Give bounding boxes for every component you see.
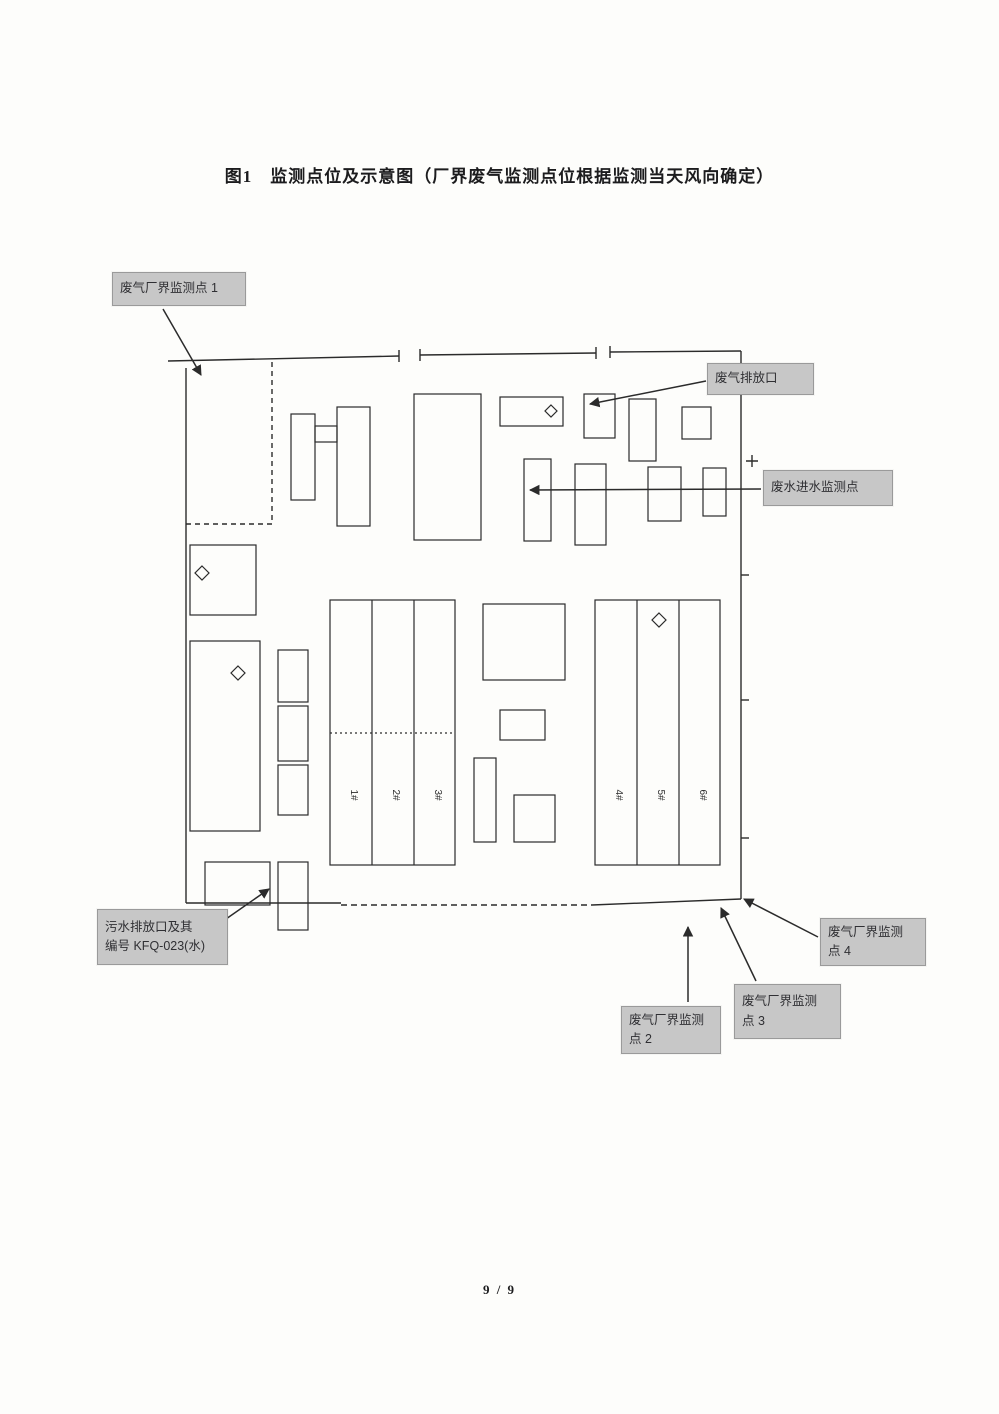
diamond-icon (194, 565, 210, 581)
building (681, 406, 712, 440)
building (204, 861, 271, 906)
callout-label: 点 3 (742, 1013, 765, 1028)
building (413, 393, 482, 541)
diamond-icons (194, 404, 667, 681)
building (499, 396, 564, 427)
unit-label: 4# (613, 789, 624, 801)
building (290, 413, 316, 501)
building (277, 649, 309, 703)
callout-label: 废气厂界监测 (742, 994, 818, 1009)
building (189, 544, 257, 616)
callout-label: 污水排放口及其 (105, 919, 193, 934)
building (314, 425, 338, 443)
callout-gas-outlet: 废气排放口 (707, 363, 814, 395)
callout-label: 废水进水监测点 (771, 480, 859, 495)
arrow-point1 (162, 308, 202, 376)
building (277, 705, 309, 762)
callout-label: 废气厂界监测点 1 (120, 281, 218, 296)
boundary-top-segment (609, 350, 742, 353)
building (628, 398, 657, 462)
callout-gas-boundary-point-4: 废气厂界监测 点 4 (820, 918, 926, 966)
callout-label: 点 4 (828, 944, 851, 958)
unit-label: 2# (390, 789, 401, 801)
boundary-top-segment (167, 355, 400, 362)
callout-gas-boundary-point-3: 废气厂界监测 点 3 (734, 984, 841, 1039)
building (647, 466, 682, 522)
building (277, 861, 309, 931)
callout-label: 废气排放口 (715, 371, 778, 386)
callout-arrows (162, 308, 819, 1002)
workshop-block-right (594, 599, 721, 866)
callout-label: 废气厂界监测 (629, 1012, 705, 1027)
callout-label: 编号 KFQ-023(水) (105, 939, 206, 953)
building (499, 709, 546, 741)
callout-label: 点 2 (629, 1032, 652, 1046)
callout-gas-boundary-point-2: 废气厂界监测 点 2 (621, 1006, 721, 1054)
page-number: 9 / 9 (482, 1282, 517, 1297)
callout-wastewater-inlet: 废水进水监测点 (763, 470, 893, 506)
building (482, 603, 566, 681)
callout-gas-boundary-point-1: 废气厂界监测点 1 (112, 272, 246, 306)
building (473, 757, 497, 843)
plus-mark (746, 455, 758, 467)
callout-label: 废气厂界监测 (828, 924, 904, 939)
boundary-top-segment (419, 352, 597, 356)
unit-label: 6# (697, 789, 708, 801)
factory-boundary (167, 346, 758, 906)
arrow-point4 (743, 898, 819, 938)
building (583, 393, 616, 439)
arrow-sewage-outlet (225, 888, 270, 920)
building (523, 458, 552, 542)
arrow-gas-outlet (588, 380, 707, 408)
diamond-icon (651, 612, 667, 628)
figure-title: 图1 监测点位及示意图（厂界废气监测点位根据监测当天风向确定） (224, 167, 775, 186)
building (702, 467, 727, 517)
callout-sewage-outlet: 污水排放口及其 编号 KFQ-023(水) (97, 909, 228, 965)
diamond-icon (544, 404, 558, 418)
arrow-point3 (720, 907, 757, 982)
unit-label: 1# (348, 789, 359, 801)
building (189, 640, 261, 832)
boundary-bottom-segment (591, 898, 742, 906)
buildings (189, 393, 727, 931)
building (574, 463, 607, 546)
unit-labels: 1# 2# 3# 4# 5# 6# (348, 789, 708, 801)
diamond-icon (230, 665, 246, 681)
unit-label: 5# (655, 789, 666, 801)
building (513, 794, 556, 843)
arrow-wastewater-inlet (528, 484, 762, 496)
unit-label: 3# (432, 789, 443, 801)
building (277, 764, 309, 816)
building (336, 406, 371, 527)
